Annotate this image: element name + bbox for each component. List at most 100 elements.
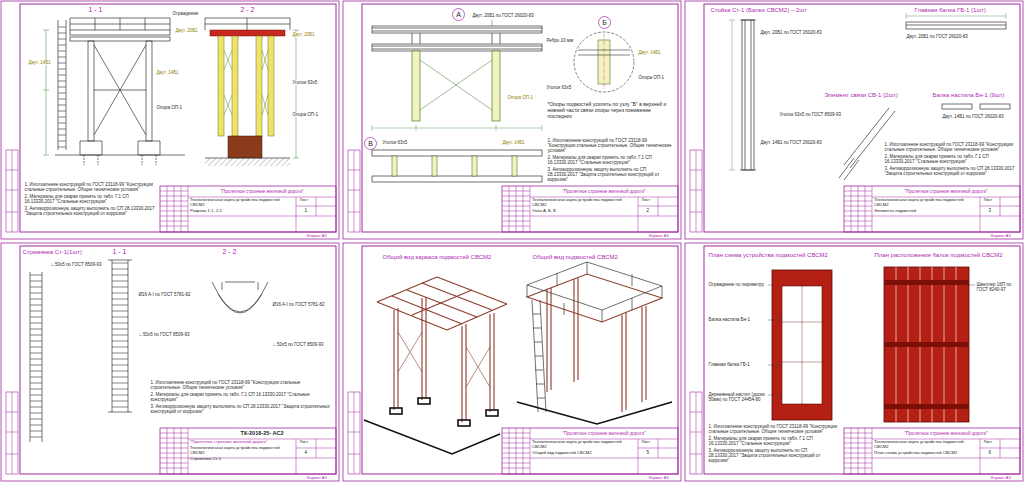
section-drawing (210, 30, 285, 36)
part-label: 4 (304, 450, 308, 455)
isometric-view (364, 420, 500, 454)
detail-circle: А (452, 8, 465, 21)
section-drawing (70, 37, 170, 41)
section-drawing (88, 41, 94, 141)
title-block-text: "Пролетное строение железной дороги" (190, 440, 294, 445)
sheet-frame (685, 243, 1023, 481)
node-details (392, 156, 517, 176)
format-label: Формат А3 (648, 234, 669, 239)
note-text: Деревянный настил (доски 50мм) по ГОСТ 2… (708, 392, 767, 402)
plan-drawing (884, 342, 969, 347)
isometric-view (390, 408, 402, 414)
isometric-view (377, 277, 507, 330)
section-drawing (218, 36, 274, 136)
part-label: Лист (641, 440, 651, 445)
title-block-text: Технологическая карта устройства подмост… (190, 446, 294, 456)
title-block-heading: "Пролетное строение железной дороги" (872, 186, 1020, 197)
profile-label: Двут. 14Б1 (28, 60, 51, 65)
section-drawing (268, 36, 274, 136)
isometric-view (377, 277, 507, 422)
part-label: Уголок 63х5 (292, 80, 318, 85)
view-title: Общий вид подмостей СВСМ2 (532, 254, 618, 261)
format-label: Формат А3 (648, 476, 669, 481)
isometric-view (486, 410, 498, 416)
node-details (432, 156, 437, 176)
part-label: Опора ОП-1 (156, 105, 182, 110)
part-label: 1 (304, 208, 308, 213)
node-details (372, 28, 542, 31)
part-label: Ограждение (172, 11, 199, 16)
note-text: 2. Материалы для сварки принять по табл.… (150, 392, 331, 402)
title-block-text: Технологическая карта устройства подмост… (874, 440, 978, 450)
view-title: Стойка Ст-1 (Балки СВСМ2) – 2шт (710, 7, 807, 14)
plan-drawing (884, 404, 969, 409)
isometric-view (533, 314, 545, 398)
node-details (372, 125, 542, 131)
ladder-drawing (30, 274, 42, 440)
plan-drawing (884, 267, 969, 422)
view-title: Элемент связи СВ-1 (2шт) (824, 92, 899, 99)
section-drawing (205, 158, 290, 166)
part-label: Двут. 14Б1 по ГОСТ 26020-83 (942, 114, 1004, 119)
note-text: 1. Изготовление конструкций по ГОСТ 2311… (884, 142, 1017, 152)
note-text: 2. Материалы для сварки принять по табл.… (547, 155, 676, 165)
section-drawing (232, 36, 238, 136)
section-drawing (146, 41, 152, 141)
part-label: Двут. 20Б1 по ГОСТ 26020-83 (472, 13, 534, 18)
isometric-view (532, 300, 546, 412)
element-drawings (980, 104, 1010, 109)
node-details (372, 20, 542, 51)
section-drawing (94, 45, 146, 135)
note-text: 3. Антикоррозионную защиту выполнить по … (884, 166, 1017, 176)
part-label: Двут. 20Б1 по ГОСТ 26020-83 (760, 30, 822, 35)
part-label: Двут. 20Б1 по ГОСТ 26020-83 (906, 34, 968, 39)
part-label: Лист (299, 198, 309, 203)
title-block-heading: "Пролетное строение железной дороги" (530, 186, 678, 197)
node-details (412, 51, 500, 121)
note-text: 1. Изготовление конструкций по ГОСТ 2311… (547, 138, 676, 154)
isometric-view (517, 402, 672, 424)
node-details (604, 34, 605, 90)
isometric-view (394, 297, 494, 422)
profile-label: Двут. 20Б1 (292, 32, 315, 37)
part-label: Опора ОП-1 (292, 112, 318, 117)
title-block: "Пролетное строение железной дороги"Техн… (872, 428, 1020, 474)
title-block-text: Элементы подмостей (874, 209, 978, 214)
section-drawing (205, 158, 290, 159)
view-title: 2 - 2 (240, 6, 255, 14)
node-details (372, 176, 542, 182)
note-text: Главная балка ГБ-1 (708, 362, 767, 367)
title-block-text: Технологическая карта устройства подмост… (532, 198, 636, 208)
part-label: Уголок 63х5 по ГОСТ 8509-93 (779, 112, 842, 117)
note-text: 3. Антикоррозионную защиту выполнить по … (547, 167, 676, 183)
section-drawing (228, 136, 262, 158)
part-label: Ø16 A-I по ГОСТ 5781-82 (272, 302, 325, 307)
profile-label: Двут. 14Б1 (638, 50, 661, 55)
section-drawing (43, 18, 299, 166)
format-label: Формат А3 (306, 234, 327, 239)
part-label: Ребро 10 мм (546, 38, 574, 43)
node-details (372, 150, 542, 182)
title-block-text: Технологическая карта устройства подмост… (190, 198, 294, 208)
view-title: Главная балка ГБ-1 (1шт) (914, 7, 986, 14)
node-details (420, 60, 492, 110)
note-text: 2. Материалы для сварки принять по табл.… (884, 154, 1017, 164)
part-label: 6 (988, 450, 992, 455)
detail-letter: А (452, 8, 465, 21)
detail-circle: В (364, 137, 377, 150)
title-block-heading: ТК-2018-25- АС2 (188, 428, 336, 439)
plan-drawing (772, 270, 832, 420)
isometric-view (527, 274, 662, 412)
section-drawing (43, 30, 49, 155)
section-drawing (70, 30, 170, 35)
circle-outline (365, 138, 377, 150)
element-drawings (906, 22, 1006, 29)
element-drawings (906, 25, 1006, 26)
detail-letter: Б (598, 16, 611, 29)
plan-drawing (884, 280, 969, 285)
circle-outline (599, 17, 611, 29)
section-drawing (218, 36, 224, 136)
note-text: 1. Изготовление конструкций по ГОСТ 2311… (150, 380, 331, 390)
view-title: План расположения балок подмостей СВСМ2 (874, 252, 1003, 259)
title-block-text: Разрезы 1-1, 2-2 (190, 209, 294, 214)
